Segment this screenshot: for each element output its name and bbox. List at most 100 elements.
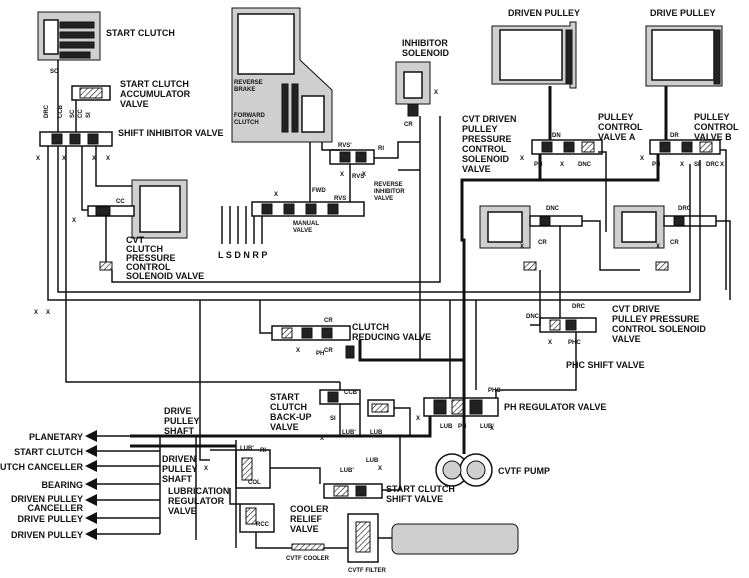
svg-text:DRIVEN PULLEY: DRIVEN PULLEY [508, 8, 580, 18]
start-clutch-accumulator [71, 85, 111, 101]
svg-text:INHIBITOR: INHIBITOR [374, 189, 405, 195]
svg-text:RVS: RVS [352, 174, 364, 180]
svg-text:START CLUTCH: START CLUTCH [386, 484, 455, 494]
svg-text:FWD: FWD [312, 188, 326, 194]
cvt-clutch-pressure-solenoid: CC [87, 179, 188, 271]
drive-pulley-pressure-solenoid: DRC CR [613, 205, 717, 271]
svg-text:REVERSE: REVERSE [234, 80, 263, 86]
svg-text:COOLER: COOLER [290, 504, 329, 514]
svg-text:PULLEY: PULLEY [162, 464, 198, 474]
svg-text:CVT: CVT [126, 235, 145, 245]
svg-text:RI: RI [260, 448, 266, 454]
driven-pulley [491, 21, 577, 89]
svg-text:CR: CR [670, 240, 679, 246]
svg-text:X: X [362, 172, 366, 178]
svg-text:RVS: RVS [334, 196, 346, 202]
svg-text:CR: CR [538, 240, 547, 246]
svg-text:X: X [548, 340, 552, 346]
svg-text:LUB': LUB' [240, 446, 254, 452]
svg-text:VALVE: VALVE [293, 228, 312, 234]
svg-text:BRAKE: BRAKE [234, 87, 255, 93]
svg-text:X: X [560, 162, 564, 168]
svg-text:X: X [520, 156, 524, 162]
svg-text:CONTROL SOLENOID: CONTROL SOLENOID [612, 324, 706, 334]
svg-text:CVTF FILTER: CVTF FILTER [348, 568, 387, 574]
svg-text:CONTROL: CONTROL [694, 122, 739, 132]
svg-text:PHC: PHC [568, 340, 581, 346]
svg-text:X: X [378, 466, 382, 472]
svg-text:BACK-UP: BACK-UP [270, 412, 312, 422]
svg-text:PULLEY: PULLEY [598, 112, 634, 122]
manual-valve: FWD RVS [221, 188, 365, 244]
port-sc-label: SC [50, 69, 59, 75]
svg-text:LUB': LUB' [340, 468, 354, 474]
svg-text:CONTROL: CONTROL [462, 144, 507, 154]
svg-text:X: X [340, 172, 344, 178]
output-clutch-canceller: CLUTCH CANCELLER [0, 462, 83, 472]
svg-text:SI: SI [330, 416, 336, 422]
svg-text:X: X [656, 244, 660, 250]
svg-text:PULLEY: PULLEY [694, 112, 730, 122]
svg-text:LUB: LUB [440, 424, 453, 430]
svg-text:SI: SI [86, 112, 92, 118]
inhibitor-solenoid: CR [395, 61, 431, 128]
cvtf-cooler [291, 543, 325, 551]
svg-text:VALVE: VALVE [612, 334, 641, 344]
svg-text:SOLENOID: SOLENOID [402, 48, 450, 58]
svg-text:LUBRICATION: LUBRICATION [168, 486, 229, 496]
svg-text:X: X [640, 156, 644, 162]
svg-text:X: X [36, 156, 40, 162]
cooler-relief-valve: RCC [239, 503, 275, 533]
svg-text:X: X [62, 156, 66, 162]
svg-text:INHIBITOR: INHIBITOR [402, 38, 448, 48]
svg-text:PRESSURE: PRESSURE [126, 253, 176, 263]
svg-text:X: X [296, 348, 300, 354]
cvtf-pump [435, 453, 493, 487]
svg-text:VALVE: VALVE [270, 422, 299, 432]
svg-text:COL: COL [248, 480, 261, 486]
svg-text:PH: PH [316, 351, 324, 357]
accumulator-label-1: START CLUTCH [120, 79, 189, 89]
svg-text:DRIVEN: DRIVEN [162, 454, 196, 464]
svg-text:LUB': LUB' [342, 430, 356, 436]
phc-shift-valve: DNC DRC PHC [526, 304, 597, 346]
svg-text:DRC: DRC [572, 304, 586, 310]
svg-text:PHC: PHC [488, 388, 501, 394]
pulley-control-valve-a: DN PH DNC [531, 133, 603, 168]
svg-text:DRC: DRC [44, 104, 50, 118]
svg-text:DRIVE PULLEY: DRIVE PULLEY [650, 8, 716, 18]
start-clutch-label: START CLUTCH [106, 28, 175, 38]
hydraulic-lines [47, 60, 731, 549]
svg-text:CLUTCH: CLUTCH [270, 402, 307, 412]
shift-positions: L S D N R P [218, 250, 267, 260]
svg-text:DR: DR [670, 133, 679, 139]
output-arrows [85, 430, 161, 540]
svg-text:VALVE A: VALVE A [598, 132, 636, 142]
output-bearing: BEARING [41, 480, 83, 490]
svg-text:PH: PH [652, 162, 660, 168]
svg-text:CONTROL: CONTROL [598, 122, 643, 132]
svg-text:PULLEY: PULLEY [164, 416, 200, 426]
output-driven-pulley: DRIVEN PULLEY [11, 530, 83, 540]
accumulator-label-3: VALVE [120, 99, 149, 109]
svg-text:PH REGULATOR VALVE: PH REGULATOR VALVE [504, 402, 606, 412]
accumulator-label-2: ACCUMULATOR [120, 89, 191, 99]
start-clutch-shift-valve: LUB' LUB [323, 458, 383, 499]
svg-text:X: X [490, 426, 494, 432]
svg-text:SI: SI [694, 162, 700, 168]
svg-text:START: START [270, 392, 300, 402]
svg-text:VALVE: VALVE [374, 196, 393, 202]
svg-text:DN: DN [552, 133, 561, 139]
svg-text:SOLENOID: SOLENOID [462, 154, 510, 164]
svg-text:CONTROL: CONTROL [126, 262, 171, 272]
shift-inhibitor-valve-label: SHIFT INHIBITOR VALVE [118, 128, 224, 138]
svg-text:PH: PH [458, 424, 466, 430]
start-clutch-backup-valve: CCB SI LUB' LUB [319, 389, 395, 436]
svg-text:DRIVE: DRIVE [164, 406, 192, 416]
svg-text:REVERSE: REVERSE [374, 182, 403, 188]
svg-text:SHIFT VALVE: SHIFT VALVE [386, 494, 443, 504]
svg-text:X: X [204, 466, 208, 472]
svg-text:X: X [720, 162, 724, 168]
